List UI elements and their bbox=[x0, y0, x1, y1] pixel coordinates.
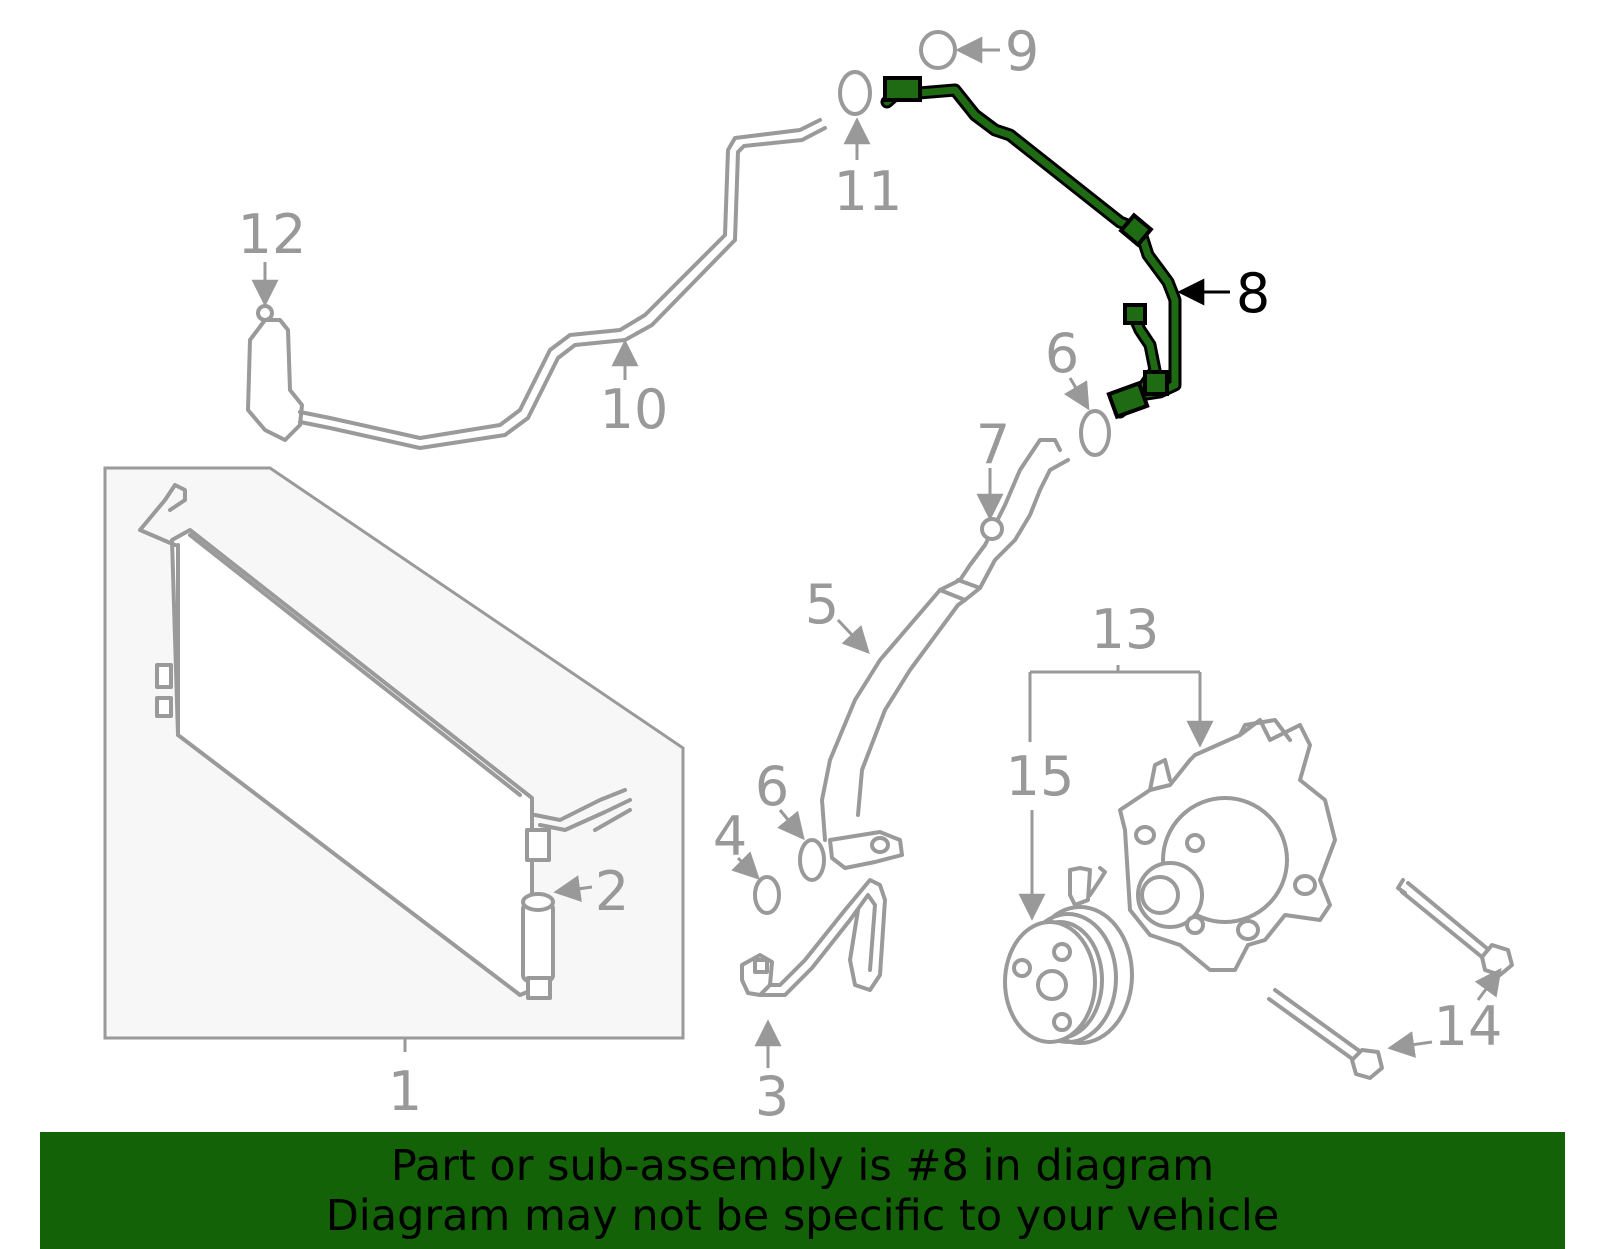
compressor-13 bbox=[1118, 718, 1337, 972]
callout-5: 5 bbox=[805, 573, 839, 636]
callout-6-upper: 6 bbox=[1045, 322, 1079, 385]
condenser-top-pipe bbox=[138, 483, 187, 547]
callout-3: 3 bbox=[755, 1065, 789, 1128]
pipe-3 bbox=[740, 878, 887, 997]
callout-11: 11 bbox=[834, 160, 903, 223]
condenser-assembly bbox=[103, 466, 685, 1040]
callout-9: 9 bbox=[1005, 20, 1039, 83]
callout-2: 2 bbox=[595, 860, 629, 923]
banner-line-1: Part or sub-assembly is #8 in diagram bbox=[390, 1140, 1215, 1191]
o-ring-11 bbox=[838, 70, 872, 116]
banner-line-2: Diagram may not be specific to your vehi… bbox=[325, 1190, 1280, 1241]
callout-6-lower: 6 bbox=[755, 755, 789, 818]
o-ring-9 bbox=[919, 30, 957, 70]
o-ring-6-lower bbox=[798, 838, 826, 882]
o-ring-6-upper bbox=[1079, 409, 1111, 457]
callout-15: 15 bbox=[1006, 745, 1075, 808]
callout-7: 7 bbox=[976, 413, 1010, 476]
callout-4: 4 bbox=[713, 805, 747, 868]
callout-8: 8 bbox=[1236, 262, 1270, 325]
highlighted-pipe-8 bbox=[880, 76, 1182, 420]
hose-5 bbox=[820, 438, 1070, 870]
callout-14: 14 bbox=[1434, 995, 1503, 1058]
pipe-10 bbox=[246, 118, 827, 450]
receiver-drier bbox=[521, 892, 555, 1000]
condenser-outlet-pipe bbox=[533, 788, 632, 832]
info-banner: Part or sub-assembly is #8 in diagram Di… bbox=[40, 1132, 1565, 1249]
callout-12: 12 bbox=[238, 203, 307, 266]
callout-1: 1 bbox=[388, 1060, 422, 1123]
clutch-15 bbox=[1003, 866, 1134, 1045]
o-ring-4 bbox=[753, 875, 781, 915]
callout-10: 10 bbox=[600, 378, 669, 441]
callout-13: 13 bbox=[1091, 598, 1160, 661]
bolts-14 bbox=[1267, 878, 1514, 1080]
